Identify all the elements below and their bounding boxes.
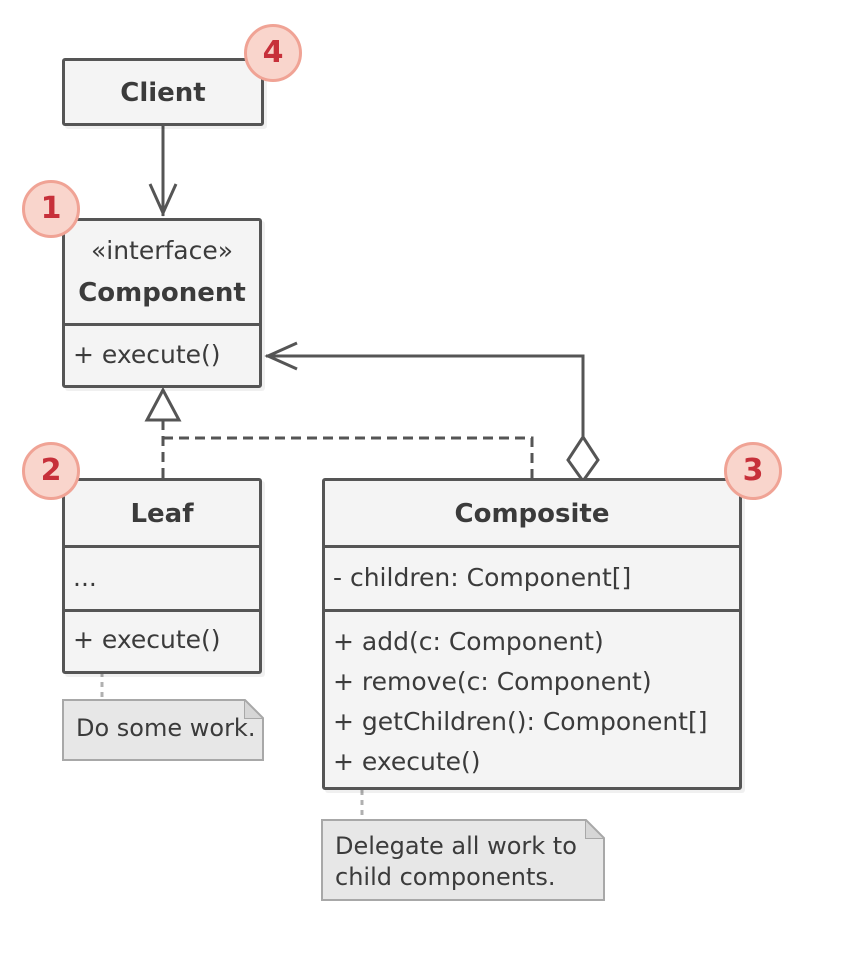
composite-name: Composite <box>454 499 610 529</box>
leaf-class[interactable]: Leaf ... + execute() <box>62 478 262 674</box>
composite-method: + getChildren(): Component[] <box>333 707 708 736</box>
aggregation-diamond <box>566 434 600 484</box>
leaf-methods-section: + execute() <box>65 609 259 671</box>
composite-note-line-2: child components. <box>335 863 556 891</box>
component-name: Component <box>78 278 246 308</box>
badge-composite: 3 <box>724 442 782 500</box>
note-fold-icon <box>585 819 605 839</box>
client-class[interactable]: Client <box>62 58 264 126</box>
client-association-arrowhead <box>148 183 178 217</box>
leaf-name: Leaf <box>130 499 194 529</box>
client-class-name: Client <box>120 78 206 108</box>
component-interface[interactable]: «interface» Component + execute() <box>62 218 262 388</box>
badge-leaf: 2 <box>22 442 80 500</box>
note-fold-icon <box>244 699 264 719</box>
composite-note: Delegate all work to child components. <box>321 819 605 901</box>
composite-class[interactable]: Composite - children: Component[] + add(… <box>322 478 742 790</box>
badge-client: 4 <box>244 24 302 82</box>
leaf-field: ... <box>73 563 97 592</box>
realization-triangle <box>144 386 182 422</box>
composite-methods-section: + add(c: Component) + remove(c: Componen… <box>325 609 739 787</box>
composite-fields-section: - children: Component[] <box>325 545 739 609</box>
component-method: + execute() <box>73 340 221 369</box>
aggregation-line <box>266 354 585 440</box>
badge-component: 1 <box>22 180 80 238</box>
component-methods-section: + execute() <box>65 323 259 385</box>
composite-note-line-1: Delegate all work to <box>335 832 577 860</box>
leaf-note: Do some work. <box>62 699 264 761</box>
aggregation-arrowhead <box>264 341 298 371</box>
leaf-method: + execute() <box>73 625 221 654</box>
composite-field: - children: Component[] <box>333 563 632 592</box>
leaf-fields-section: ... <box>65 545 259 609</box>
composite-method: + execute() <box>333 747 481 776</box>
component-stereotype: «interface» <box>90 236 234 265</box>
composite-method: + remove(c: Component) <box>333 667 652 696</box>
leaf-note-text: Do some work. <box>76 714 256 742</box>
realization-line-composite <box>163 436 534 480</box>
composite-method: + add(c: Component) <box>333 627 604 656</box>
